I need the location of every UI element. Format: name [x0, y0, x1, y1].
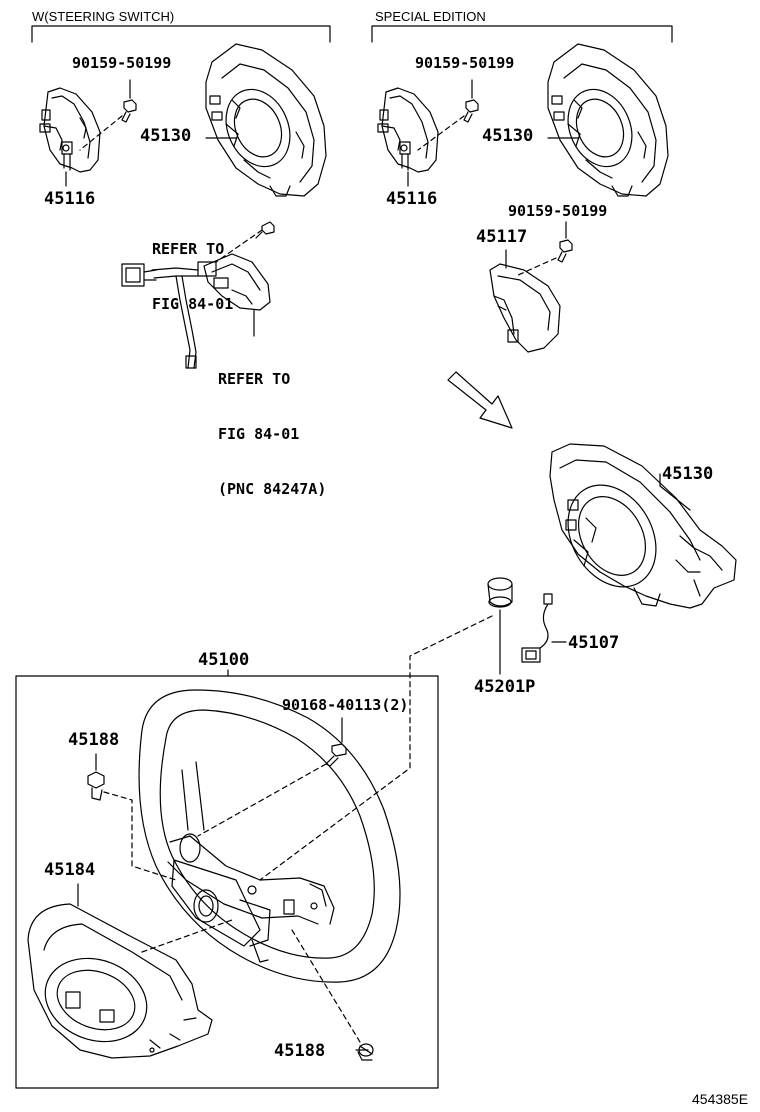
part-label-45184: 45184 [44, 860, 96, 880]
leader-dash-45188-bottom [292, 930, 360, 1042]
horn-pad-main [550, 444, 736, 608]
part-label-45117: 45117 [476, 227, 528, 247]
refer-note-2-line-1: REFER TO [218, 370, 291, 388]
horn-pad-left [206, 44, 326, 196]
leader-dash-boss [260, 616, 492, 880]
refer-note-2: REFER TO FIG 84-01 (PNC 84247A) [218, 334, 326, 516]
section-title-steering-switch: W(STEERING SWITCH) [32, 9, 175, 24]
steering-wheel [139, 690, 400, 982]
leader-dash-ref [216, 230, 262, 262]
part-label-45107: 45107 [568, 633, 620, 653]
assembly-box [16, 676, 438, 1088]
leader-dash-45188-top [104, 792, 176, 880]
part-label-90159-right-a: 90159-50199 [415, 54, 515, 72]
steering-switch-left [40, 88, 100, 172]
refer-note-2-line-3: (PNC 84247A) [218, 479, 327, 498]
section-bracket-steering-switch [32, 26, 330, 42]
part-label-45201p: 45201P [474, 677, 536, 697]
direction-arrow [448, 372, 512, 428]
refer-note-2-line-2: FIG 84-01 [218, 424, 300, 443]
lower-cover [28, 904, 212, 1058]
leader-dash-right-b [516, 258, 556, 276]
refer-note-1: REFER TO FIG 84-01 [152, 204, 233, 332]
section-title-special-edition: SPECIAL EDITION [375, 9, 486, 24]
bolt-90159-left [122, 80, 136, 122]
screw-ref-left [256, 222, 274, 238]
leader-dash-45184 [142, 920, 232, 952]
horn-wire [522, 594, 552, 662]
leader-dash-left-bolt [80, 116, 122, 150]
bolt-90159-right-b [558, 222, 572, 262]
refer-note-1-line-2: FIG 84-01 [152, 294, 234, 313]
catalog-number: 454385E [692, 1091, 749, 1107]
steering-boss [488, 578, 512, 607]
refer-note-1-line-1: REFER TO [152, 240, 225, 258]
bolt-90159-right-a [464, 80, 478, 122]
part-label-45130-left: 45130 [140, 126, 192, 146]
part-label-45130-right: 45130 [482, 126, 534, 146]
part-label-45130-main: 45130 [662, 464, 714, 484]
section-bracket-special-edition [372, 26, 672, 42]
part-label-45100: 45100 [198, 650, 250, 670]
steering-switch-right [378, 88, 438, 172]
leader-45130-main-b [660, 486, 690, 510]
part-label-90168: 90168-40113(2) [282, 696, 409, 714]
leader-dash-right-bolt [418, 116, 464, 150]
leader-dash-90168 [198, 764, 326, 836]
part-label-45188-top: 45188 [68, 730, 120, 750]
switch-cover-45117 [490, 250, 560, 352]
part-label-90159-right-b: 90159-50199 [508, 202, 608, 220]
screw-45188-top [88, 754, 104, 800]
switch-harness [122, 254, 270, 368]
screw-45188-bottom [358, 1044, 373, 1060]
bolt-90168 [326, 718, 346, 766]
part-label-45116-right: 45116 [386, 189, 438, 209]
part-label-45188-bottom: 45188 [274, 1041, 326, 1061]
part-label-45116-left: 45116 [44, 189, 96, 209]
horn-pad-right [548, 44, 668, 196]
part-label-90159-left: 90159-50199 [72, 54, 172, 72]
